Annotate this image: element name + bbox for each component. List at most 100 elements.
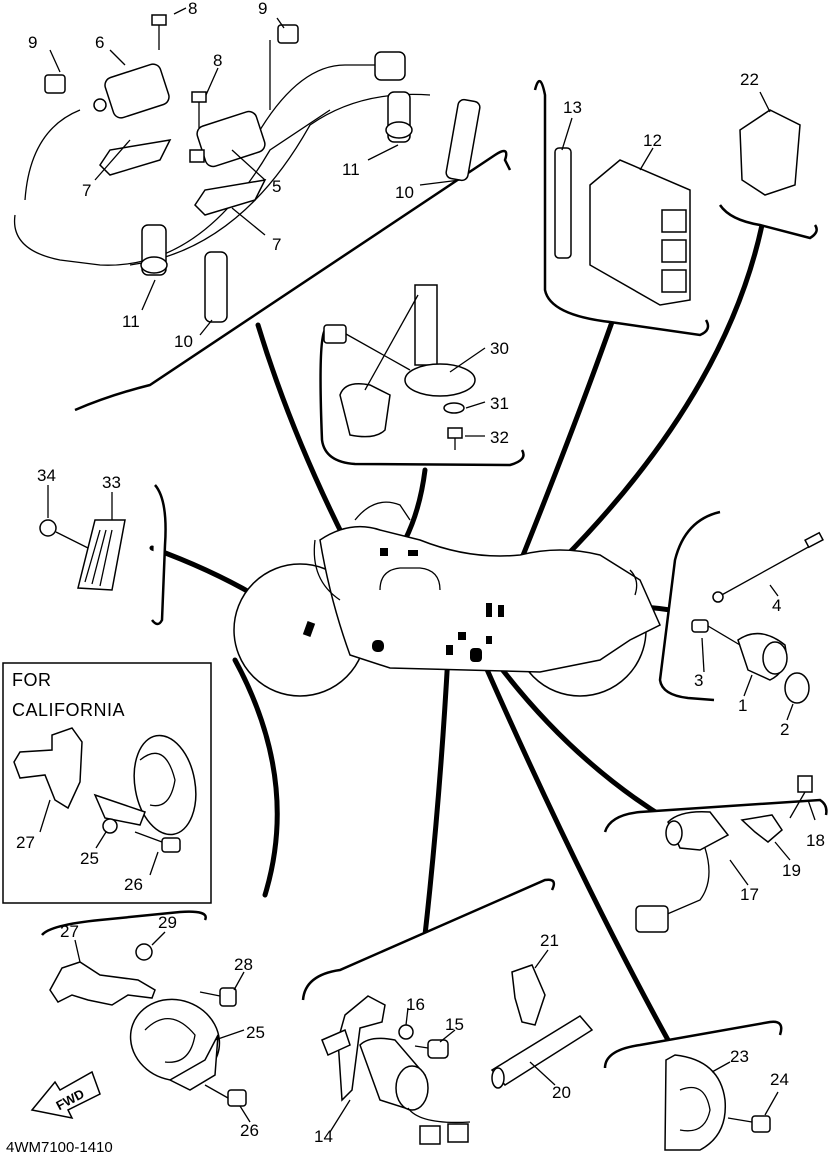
- stud-20: [490, 1015, 594, 1089]
- ignition-panel: [13, 7, 512, 412]
- callout-11: 11: [342, 160, 360, 179]
- clip-9-top: [277, 24, 299, 44]
- callout-3: 3: [694, 671, 703, 690]
- callout-17: 17: [740, 885, 759, 904]
- plug-cap-top: [374, 51, 406, 81]
- nut-34: [39, 519, 89, 549]
- callout-32: 32: [490, 428, 509, 447]
- callout-20: 20: [552, 1083, 571, 1102]
- callout-5: 5: [272, 177, 281, 196]
- plug-cap-10-left: [204, 251, 228, 323]
- bracket-27: [49, 961, 156, 1006]
- horn-23: [664, 1054, 727, 1151]
- callout-13: 13: [563, 98, 582, 117]
- cover-7-upper: [99, 139, 172, 176]
- callout-26: 26: [240, 1121, 259, 1140]
- clamp-21: [511, 964, 546, 1026]
- callout-7: 7: [272, 235, 281, 254]
- fuel-sender-30: [323, 284, 476, 438]
- plug-cap-11-right: [385, 91, 413, 143]
- callout-2: 2: [780, 720, 789, 739]
- bolt-28: [199, 987, 237, 1007]
- bolt-24: [727, 1115, 771, 1133]
- o-ring-2: [784, 672, 810, 704]
- fuel-sender-panel: [319, 284, 525, 467]
- clip-9-left: [44, 74, 66, 94]
- callout-28: 28: [234, 955, 253, 974]
- screw-32: [447, 427, 463, 450]
- california-box: [2, 662, 212, 904]
- callout-9: 9: [28, 33, 37, 52]
- callout-22: 22: [740, 70, 759, 89]
- bolt-26-ca: [134, 831, 181, 853]
- callout-34: 34: [37, 466, 56, 485]
- sensor-panel: [603, 775, 828, 933]
- bracket-27-ca: [13, 727, 83, 810]
- washer-31: [443, 402, 465, 414]
- nut-29: [135, 943, 153, 961]
- clamp-19: [740, 814, 783, 843]
- ecu-unit-12: [589, 159, 691, 306]
- callout-26: 26: [124, 875, 143, 894]
- callout-33: 33: [102, 473, 121, 492]
- callout-9: 9: [258, 0, 267, 18]
- callout-12: 12: [643, 131, 662, 150]
- starter-panel: [301, 878, 594, 1145]
- starter-relay-14: [321, 995, 471, 1145]
- callout-4: 4: [772, 596, 781, 615]
- callout-numbers: 8 9 9 6 8 7 5 7 11 10 11 10 13 12 22 30 …: [16, 0, 825, 1146]
- callout-23: 23: [730, 1047, 749, 1066]
- horn-panel: [41, 910, 251, 1123]
- horn-ca: [93, 734, 197, 836]
- cover-7-lower: [194, 179, 267, 216]
- callout-21: 21: [540, 931, 559, 950]
- horn-23-panel: [603, 1020, 783, 1151]
- callout-1: 1: [738, 696, 747, 715]
- callout-24: 24: [770, 1070, 789, 1089]
- fwd-arrow: FWD: [30, 1070, 101, 1120]
- motorcycle-outline: [233, 501, 661, 697]
- speedometer-gear-1: [737, 632, 788, 681]
- callout-10: 10: [174, 332, 193, 351]
- callout-11: 11: [122, 312, 140, 331]
- callout-29: 29: [158, 913, 177, 932]
- callout-31: 31: [490, 394, 509, 413]
- callout-6: 6: [95, 33, 104, 52]
- sensor-17: [635, 810, 730, 933]
- bolt-26: [204, 1084, 247, 1107]
- callout-25: 25: [246, 1023, 265, 1042]
- reflector-panel: [39, 484, 167, 626]
- callout-19: 19: [782, 861, 801, 880]
- callout-10: 10: [395, 183, 414, 202]
- ecu-panel: [533, 80, 710, 337]
- diagram-code: 4WM7100-1410: [6, 1139, 113, 1156]
- callout-27: 27: [16, 833, 35, 852]
- bolt-8-mid: [191, 91, 207, 128]
- bolt-8-top: [151, 14, 167, 50]
- california-caption-line1: FOR: [12, 670, 52, 690]
- callout-7: 7: [82, 181, 91, 200]
- callout-16: 16: [406, 995, 425, 1014]
- speed-sensor-panel: [658, 510, 824, 721]
- ignition-coil-6: [93, 63, 170, 119]
- cable-4: [712, 531, 824, 603]
- horn-25: [129, 998, 221, 1091]
- california-caption-line2: CALIFORNIA: [12, 700, 125, 720]
- callout-27: 27: [60, 922, 79, 941]
- callout-18: 18: [806, 831, 825, 850]
- callout-8: 8: [213, 51, 222, 70]
- plug-cap-11-left: [140, 224, 168, 276]
- callout-8: 8: [188, 0, 197, 18]
- callout-30: 30: [490, 339, 509, 358]
- washer-25-ca: [102, 818, 118, 834]
- plug-cap-10-right: [445, 98, 481, 182]
- bolt-18: [789, 775, 813, 819]
- bolt-3: [691, 619, 741, 646]
- reflector-33: [77, 519, 126, 591]
- callout-14: 14: [314, 1127, 333, 1146]
- relay-22: [739, 109, 801, 196]
- relay-panel: [718, 91, 818, 240]
- callout-25: 25: [80, 849, 99, 868]
- callout-15: 15: [445, 1015, 464, 1034]
